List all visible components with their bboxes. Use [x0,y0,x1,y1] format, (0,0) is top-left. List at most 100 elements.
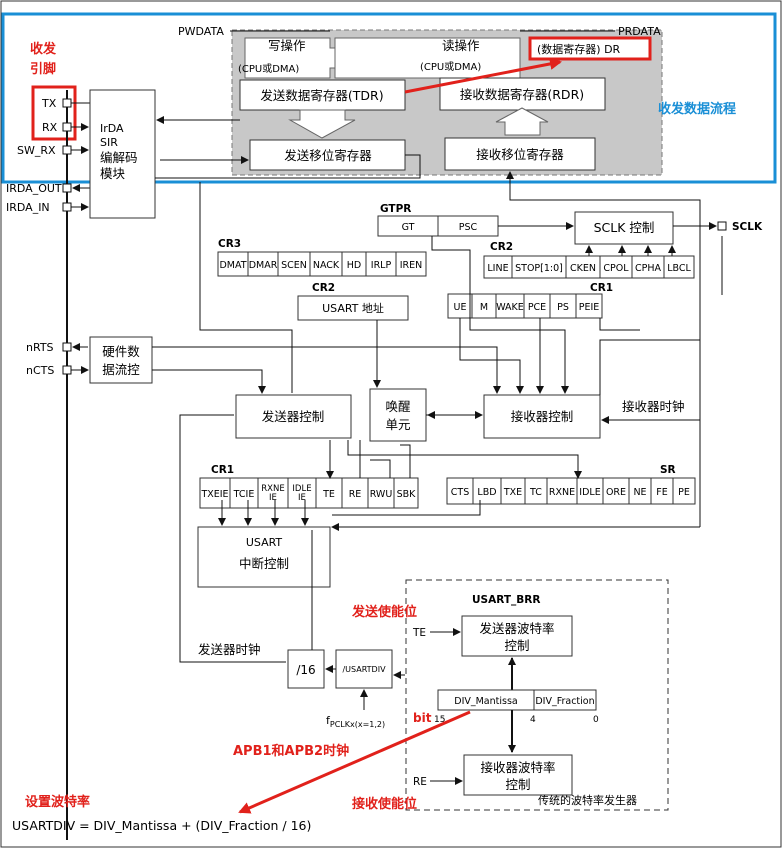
irda-in-pin [62,202,72,212]
rx-baud-box [463,754,573,796]
rx-controller-label: 接收器控制 [511,409,574,424]
div16-label: /16 [296,663,315,677]
rx-enable-annotation: 接收使能位 [352,796,417,812]
sclk-control-label: SCLK 控制 [594,220,655,235]
tx-baud-l1: 发送器波特率 [479,621,554,636]
cr1-bottom-bit-idle: IDLE [292,484,311,494]
cr1-bottom-bit-cell [341,477,369,509]
sclk-pin-label: SCLK [732,221,763,233]
ncts-pin [62,365,72,375]
cr1-bottom-bit-rwu: RWU [370,489,393,500]
cr3-bit-hd: HD [347,260,361,271]
cr3-bit-cell [365,251,397,277]
rx-pin-label: RX [42,121,58,134]
cr2-addr-title: CR2 [312,282,335,294]
tx-clock-label: 发送器时钟 [198,642,261,657]
cr3-bit-dmat: DMAT [219,260,246,271]
usartdiv-label: /USARTDIV [342,665,386,674]
ncts-label: nCTS [26,364,54,377]
cr3-bit-nack: NACK [313,260,340,271]
usart-interrupt-control [197,526,331,588]
txrx-pins-annotation-2: 引脚 [30,61,56,77]
data-flow-annotation: 收发数据流程 [658,101,736,117]
div-fraction-label: DIV_Fraction [535,696,594,707]
rx-clock-label: 接收器时钟 [622,399,685,414]
wake-unit [369,388,427,442]
tx-controller-label: 发送器控制 [262,409,325,424]
cr1-bottom-bit-ie: IE [298,493,306,503]
sr-bit-rxne: RXNE [549,487,575,498]
cr1-top-bit-wake: WAKE [496,302,524,313]
cr1-bottom-bit-te: TE [322,489,335,500]
sr-bit-cts: CTS [451,487,469,498]
rx-shift-box [444,137,596,171]
brr-title: USART_BRR [472,594,540,606]
swrx-pin-label: SW_RX [17,144,56,157]
cr1-top-title: CR1 [590,282,613,294]
sclk-control-box [574,211,674,245]
baud-gen-label: 传统的波特率发生器 [538,793,637,807]
usart-addr-box [297,295,409,321]
cr1-bottom-bit-cell [229,477,259,509]
usartdiv-box [335,649,393,689]
tx-enable-annotation: 发送使能位 [351,604,417,620]
txrx-pins-annotation-1: 收发 [30,41,57,57]
psc-label: PSC [459,222,478,233]
usart-int-l2: 中断控制 [239,556,289,571]
usart-addr-label: USART 地址 [322,301,384,315]
wake-l1: 唤醒 [385,399,411,414]
set-baud-annotation: 设置波特率 [25,794,90,810]
cr1-bottom-bit-ie: IE [269,493,277,503]
sr-title: SR [660,464,676,476]
sr-bit-fe: FE [656,487,667,498]
cr1-bottom-bit-cell [393,477,419,509]
cr2-bit-lbcl: LBCL [667,263,691,274]
write-op-label: 写操作 [268,38,306,53]
rdr-label: 接收数据寄存器(RDR) [460,87,584,102]
cr3-bit-cell [309,251,343,277]
cr1-top-bit-peie: PEIE [579,302,600,313]
sr-bit-tc: TC [529,487,542,498]
tx-shift-box [249,139,406,171]
cr3-bit-cell [341,251,367,277]
irda-in-label: IRDA_IN [6,201,50,214]
cr3-bit-iren: IREN [400,260,423,271]
rx-pin [62,122,72,132]
cr1-top-bit-pce: PCE [528,302,546,313]
hwflow-l1: 硬件数 [102,344,140,359]
cr1-bottom-bit-tcie: TCIE [233,489,255,500]
irda-out-label: IRDA_OUT [6,182,62,195]
pwdata-label: PWDATA [178,25,224,38]
cr2-bit-cpha: CPHA [635,263,662,274]
cr1-bottom-bit-cell [257,477,289,509]
hwflow-l2: 据流控 [102,362,140,377]
cr1-bottom-bit-cell [287,477,317,509]
tdr-box [239,79,406,111]
bit15-label: 15 [434,715,445,725]
cr1-bottom-bit-txeie: TXEIE [200,489,228,500]
cr1-bottom-bit-cell [315,477,343,509]
sr-bit-txe: TXE [503,487,522,498]
tx-baud-l2: 控制 [504,638,529,653]
bit0-label: 0 [593,715,599,725]
cr1-bottom-bit-sbk: SBK [397,489,417,500]
te-label: TE [412,627,426,639]
sr-bit-cell [602,477,630,505]
nrts-pin [62,342,72,352]
data-flow-highlight [1,12,777,184]
irda-block [89,89,156,219]
cr1-top-bit-cell [495,293,525,319]
irda-l3: 编解码 [100,150,138,165]
cr1-bottom-bit-re: RE [349,489,362,500]
cr3-bit-cell [247,251,279,277]
wake-l2: 单元 [385,417,410,432]
rx-controller [483,394,601,439]
cr2-bit-line: LINE [487,263,508,274]
cr2-bit-cell [663,255,695,279]
cr3-bit-cell [217,251,249,277]
cr2-bit-stop10: STOP[1:0] [515,263,563,274]
